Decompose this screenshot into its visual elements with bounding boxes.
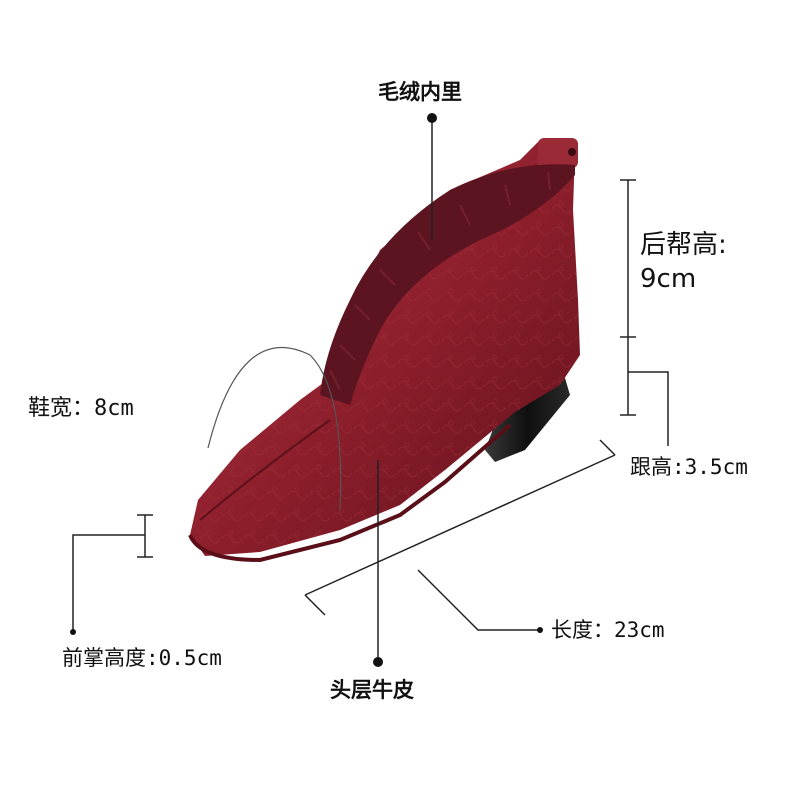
material-label: 头层牛皮 xyxy=(330,678,414,702)
length-label: 长度：23cm xyxy=(551,618,665,642)
length-dot xyxy=(537,627,543,633)
heel-tab xyxy=(538,138,578,168)
forefoot-dot xyxy=(70,629,76,635)
lining-dot xyxy=(427,113,437,123)
shaft-height-value: 9cm xyxy=(640,264,697,294)
fur-collar xyxy=(320,164,575,405)
material-dot xyxy=(373,657,383,667)
heel-height-label: 跟高:3.5cm xyxy=(630,455,748,479)
shaft-height-title: 后帮高: xyxy=(640,230,727,260)
lining-label: 毛绒内里 xyxy=(378,80,462,104)
shoe-width-label: 鞋宽：8cm xyxy=(28,396,134,421)
forefoot-height-label: 前掌高度:0.5cm xyxy=(62,646,222,670)
